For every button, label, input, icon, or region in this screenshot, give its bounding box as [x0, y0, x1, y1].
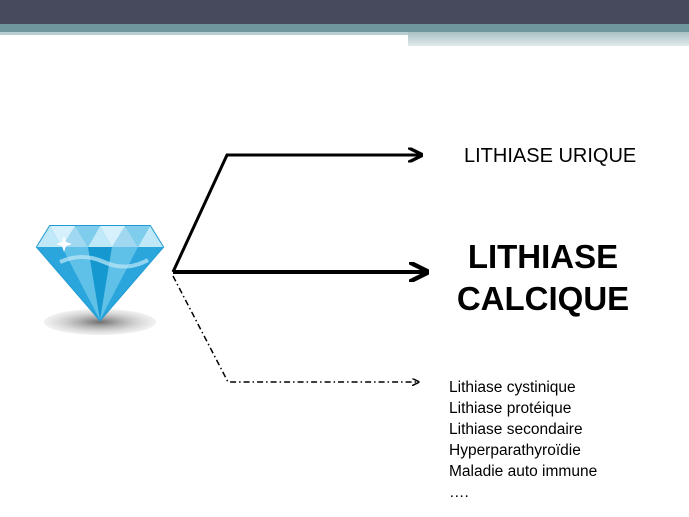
diamond-icon — [35, 225, 165, 335]
label-lithiase-urique: LITHIASE URIQUE — [464, 145, 637, 167]
list-item: Lithiase secondaire — [449, 421, 583, 438]
list-item: Lithiase cystinique — [449, 379, 576, 396]
label-lithiase-calcique: LITHIASE CALCIQUE — [430, 236, 656, 320]
diamond-shadow — [44, 309, 156, 335]
list-item: Lithiase protéique — [449, 400, 572, 417]
arrow-urique — [171, 155, 420, 273]
arrow-others — [172, 275, 418, 382]
list-item: Hyperparathyroïdie — [449, 442, 581, 459]
label-calcique-line2: CALCIQUE — [456, 280, 630, 317]
header-bar — [0, 0, 689, 24]
label-calcique-line1: LITHIASE — [467, 238, 619, 275]
sparkle-icon — [56, 236, 72, 252]
header-stripe-light — [0, 32, 408, 35]
header-accent — [408, 32, 689, 46]
header-stripe — [0, 24, 689, 32]
list-item: Maladie auto immune — [449, 463, 598, 480]
other-lithiases-list: Lithiase cystinique Lithiase protéique L… — [449, 377, 597, 503]
list-item: …. — [449, 484, 469, 501]
